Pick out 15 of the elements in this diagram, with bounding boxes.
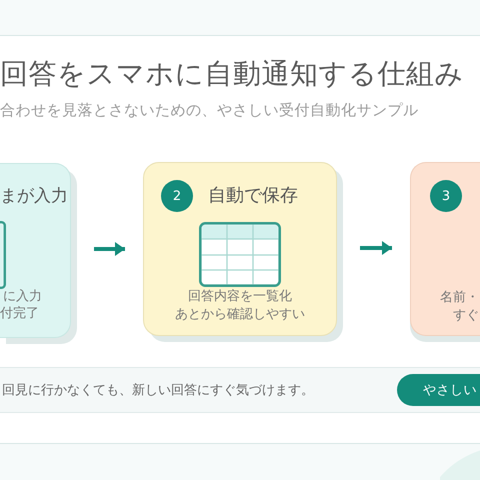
arrow xyxy=(360,241,392,255)
arrow xyxy=(94,242,125,256)
step-description: すぐ xyxy=(453,307,479,324)
info-banner xyxy=(0,367,480,413)
step-description: 名前・ xyxy=(440,289,479,306)
step-description: あとから確認しやすい xyxy=(175,306,305,323)
action-button: やさしい xyxy=(397,374,480,406)
step-description: 付完了 xyxy=(0,305,39,322)
banner-text: 回見に行かなくても、新しい回答にすぐ気づけます。 xyxy=(2,382,314,400)
step-heading: まが入力 xyxy=(0,185,68,207)
subtitle: 合わせを見落とさないための、やさしい受付自動化サンプル xyxy=(0,100,418,120)
step-heading: 自動で保存 xyxy=(208,185,298,207)
step-description: に入力 xyxy=(3,288,42,305)
step-description: 回答内容を一覧化 xyxy=(188,288,292,305)
title: 回答をスマホに自動通知する仕組み xyxy=(0,56,464,92)
